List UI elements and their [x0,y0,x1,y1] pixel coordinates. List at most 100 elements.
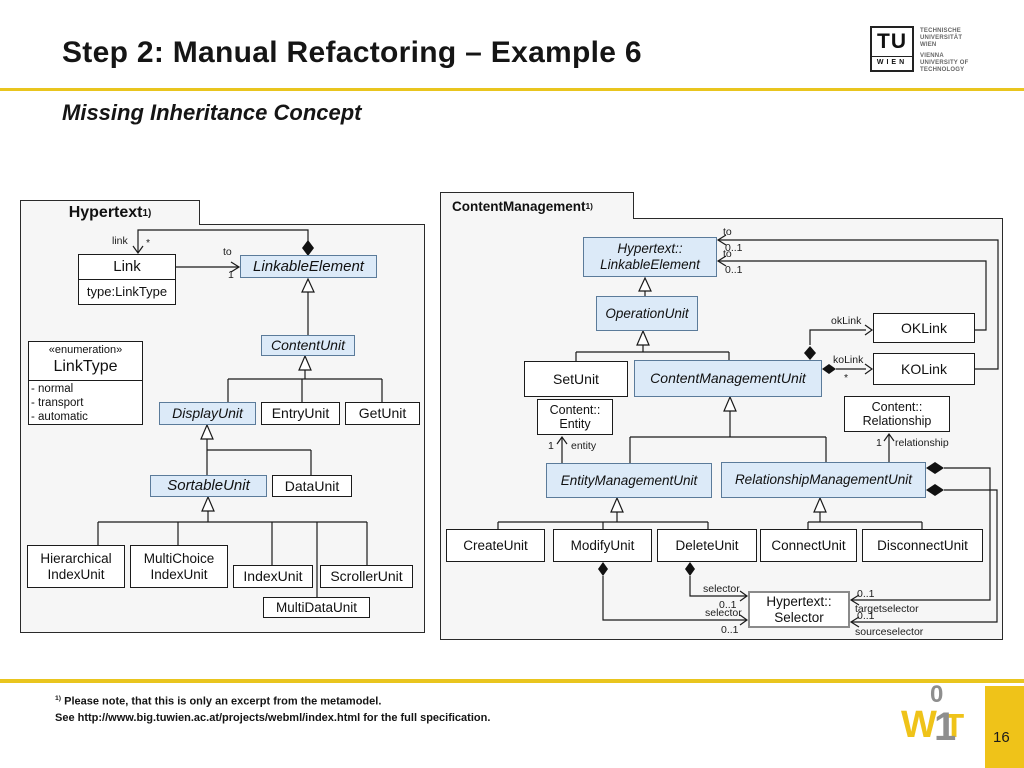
tu-wien-logo: TU WIEN [870,26,914,72]
edge-label-modify-selector-mult: 0..1 [721,624,739,636]
class-operationunit: OperationUnit [596,296,698,331]
tu-logo-name-en: VIENNA UNIVERSITY OF TECHNOLOGY [920,53,969,73]
class-indexunit: IndexUnit [233,565,313,588]
edge-label-kolink: koLink [833,354,864,366]
edge-label-link-role: link [112,235,128,247]
class-content-relationship: Content:: Relationship [844,396,950,432]
title-underline [0,88,1024,91]
edge-link-to-linkableelement [176,261,241,273]
edge-sourceselector [849,484,998,628]
subtitle: Missing Inheritance Concept [62,100,362,125]
footnote-line1: Please note, that this is only an excerp… [64,695,382,708]
footnote-line2: See http://www.big.tuwien.ac.at/projects… [55,711,491,724]
edge-label-to-role: to [223,246,232,258]
edge-kolink-composition [822,363,874,375]
class-connectunit: ConnectUnit [760,529,857,562]
class-hypertext-selector: Hypertext:: Selector [748,591,850,628]
class-hypertext-linkableelement: Hypertext:: LinkableElement [583,237,717,277]
class-multichoiceindexunit: MultiChoice IndexUnit [130,545,228,588]
page-number-strip [985,686,1024,768]
class-setunit: SetUnit [524,361,628,397]
edge-entity [556,435,568,463]
edge-label-delete-selector-role: selector [703,583,740,595]
edge-label-relationship-role: relationship [895,437,949,449]
class-deleteunit: DeleteUnit [657,529,757,562]
edge-label-to-lower-role: to [723,248,732,260]
edge-operationunit-gen [638,276,652,296]
class-multidataunit: MultiDataUnit [263,597,370,618]
wit-logo-one: 1 [934,705,957,749]
class-relationshipmanagementunit: RelationshipManagementUnit [721,462,926,498]
tu-logo-name-de: TECHNISCHE UNIVERSITÄT WIEN [920,28,963,48]
class-linktype-enum: «enumeration» LinkType - normal - transp… [28,341,143,425]
edge-label-modify-selector-role: selector [705,607,742,619]
wit-logo-zero: 0 [930,681,944,708]
class-kolink: KOLink [873,353,975,385]
class-link-attr: type:LinkType [79,279,175,304]
edge-label-to-lower-mult: 0..1 [725,264,743,276]
footnote: 1) Please note, that this is only an exc… [55,691,490,726]
edge-label-oklink: okLink [831,315,862,327]
edge-label-delete-selector-mult: 0..1 [719,599,737,611]
edge-sortableunit-children [97,495,368,597]
edge-contentunit-gen [301,277,315,335]
class-entryunit: EntryUnit [261,402,340,425]
tu-logo-city: WIEN [872,56,912,68]
edge-label-to-upper-mult: 0..1 [725,242,743,254]
edge-label-relationship-mult: 1 [876,437,882,449]
class-content-entity: Content:: Entity [537,399,613,435]
class-hierarchicalindexunit: Hierarchical IndexUnit [27,545,125,588]
edge-cmu-children [629,395,827,463]
edge-label-kolink-mult: * [844,372,849,384]
linktype-literals: - normal - transport - automatic [29,380,142,424]
edge-label-entity-mult: 1 [548,440,554,452]
edge-link-composition [132,229,314,256]
edge-targetselector [849,462,991,606]
class-disconnectunit: DisconnectUnit [862,529,983,562]
class-link-name: Link [113,258,141,275]
class-getunit: GetUnit [345,402,420,425]
edge-oklink-composition [804,324,874,360]
class-modifyunit: ModifyUnit [553,529,652,562]
class-link: Link type:LinkType [78,254,176,305]
edge-kolink-to [716,234,999,370]
footnote-sup: 1) [55,695,62,702]
edge-delete-selector [685,562,749,602]
page-title: Step 2: Manual Refactoring – Example 6 [62,36,642,69]
class-oklink: OKLink [873,313,975,343]
linktype-stereotype: «enumeration» [48,344,123,356]
class-displayunit: DisplayUnit [159,402,256,425]
class-linkableelement: LinkableElement [240,255,377,278]
class-dataunit: DataUnit [272,475,352,497]
edge-displayunit-children [200,423,312,475]
page-number: 16 [993,729,1010,746]
wit-logo-w: W [901,704,937,746]
class-entitymanagementunit: EntityManagementUnit [546,463,712,498]
footer-rule [0,679,1024,683]
edge-label-to-upper-role: to [723,226,732,238]
edge-operationunit-children [575,329,730,361]
wit-logo-t: T [944,707,965,744]
edge-modify-selector [598,562,749,626]
edge-label-entity-role: entity [571,440,597,452]
edge-label-sourceselector-mult: 0..1 [857,610,875,622]
edge-label-to-mult: 1 [228,269,234,281]
edge-contentunit-children [227,354,383,402]
class-createunit: CreateUnit [446,529,545,562]
edge-relationship [883,432,895,462]
edge-label-targetselector-role: targetselector [855,603,919,615]
edge-label-link-mult: * [146,237,151,249]
edge-label-sourceselector-role: sourceselector [855,626,924,638]
class-contentmanagementunit: ContentManagementUnit [634,360,822,397]
class-scrollerunit: ScrollerUnit [320,565,413,588]
edge-emu-children [497,496,709,529]
edge-rmu-children [807,496,923,529]
edge-oklink-to [716,255,987,331]
edge-label-targetselector-mult: 0..1 [857,588,875,600]
tu-logo-abbr: TU [877,30,907,53]
linktype-name: LinkType [53,358,118,375]
